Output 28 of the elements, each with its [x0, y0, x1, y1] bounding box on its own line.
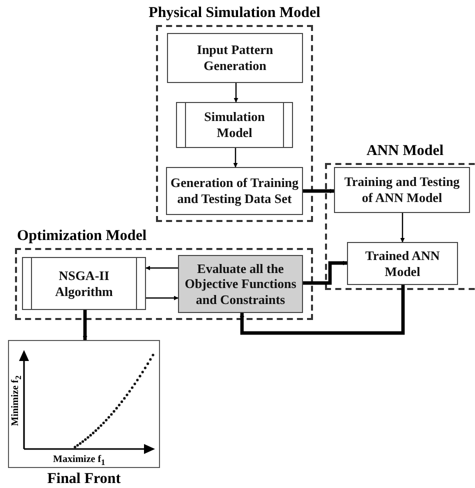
- box-label: Simulation Model: [203, 109, 266, 141]
- group-title: Physical Simulation Model: [148, 5, 320, 22]
- arrow: [303, 260, 348, 285]
- box-label: Training and Testing of ANN Model: [343, 174, 461, 206]
- arrow: [146, 296, 178, 300]
- process-box: [167, 33, 303, 83]
- arrow: [234, 83, 238, 102]
- box-label: Input Pattern Generation: [196, 42, 274, 74]
- subprocess-box: [176, 102, 293, 148]
- group-title: ANN Model: [366, 143, 444, 160]
- box-label: NSGA-II Algorithm: [54, 268, 114, 300]
- arrow: [400, 213, 405, 242]
- chart-title: Final Front: [47, 471, 121, 488]
- arrow: [240, 285, 405, 335]
- group-title: Optimization Model: [17, 228, 147, 245]
- box-label: Trained ANN Model: [364, 248, 441, 280]
- process-box: [334, 167, 470, 213]
- process-box: [178, 255, 303, 313]
- arrow: [233, 148, 238, 168]
- subprocess-box: [22, 257, 146, 310]
- axis-label: Maximize f$_{1}$: [53, 454, 106, 467]
- arrow: [146, 266, 178, 270]
- box-label: Generation of Training and Testing Data Set: [170, 175, 299, 207]
- box-label: Evaluate all the Objective Functions and Constraints: [184, 260, 298, 308]
- arrow: [303, 188, 334, 194]
- process-box: [347, 242, 458, 285]
- arrow: [82, 310, 88, 340]
- process-box: [166, 167, 303, 215]
